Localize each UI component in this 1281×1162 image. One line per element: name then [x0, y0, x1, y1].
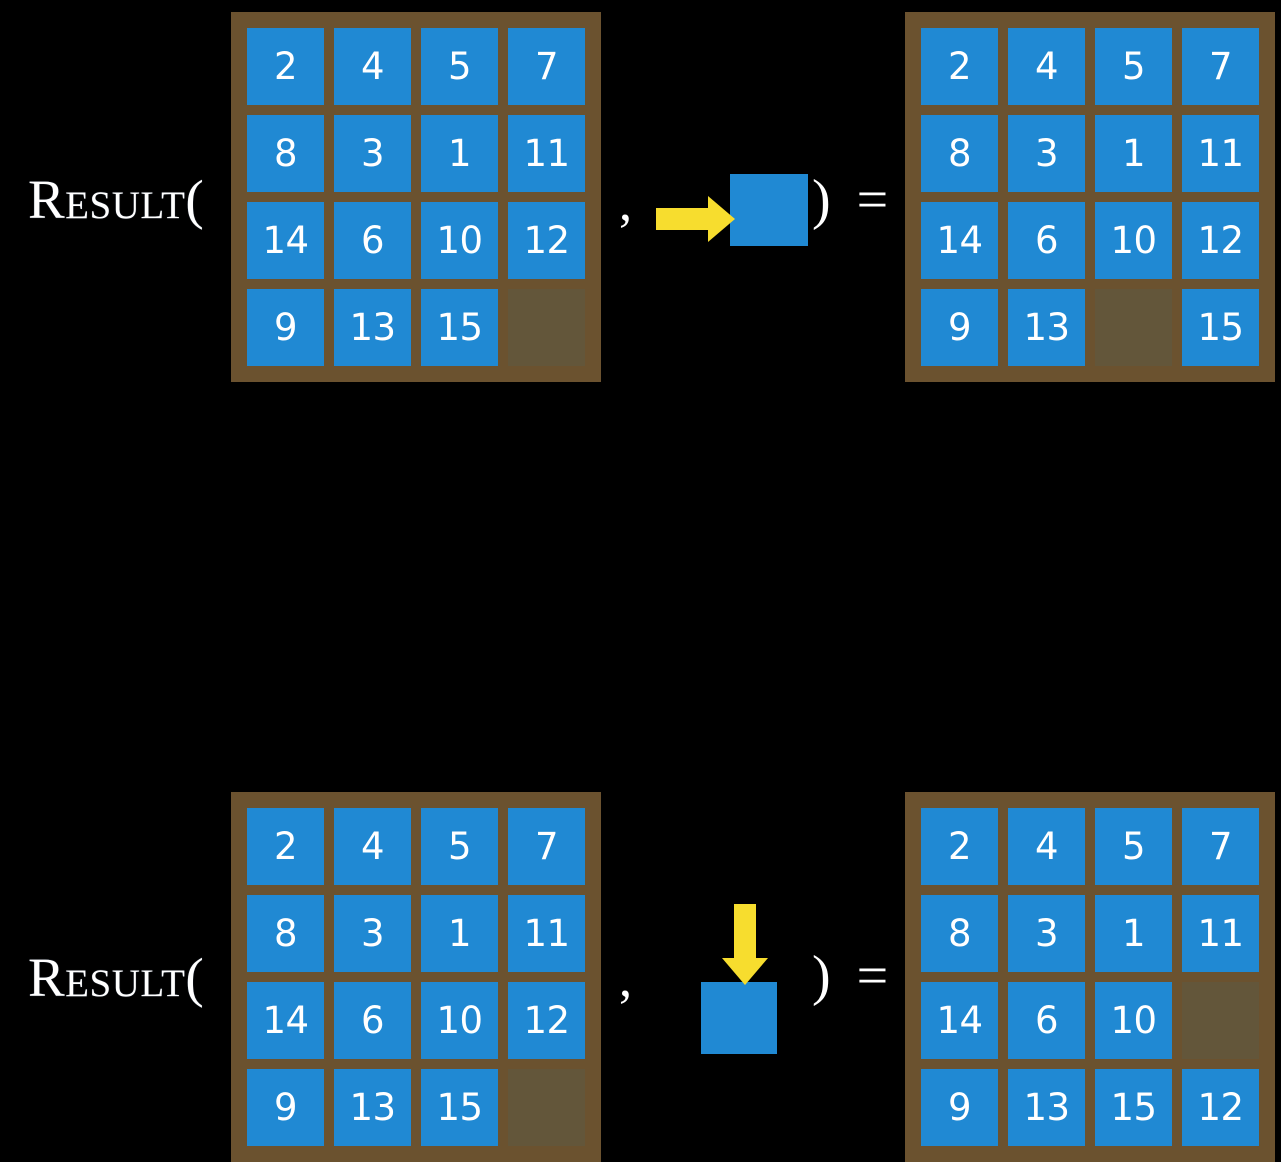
puzzle-tile[interactable]: 5: [1095, 808, 1172, 885]
puzzle-tile[interactable]: 10: [421, 982, 498, 1059]
blank-tile-icon: [730, 174, 808, 246]
puzzle-tile[interactable]: 12: [508, 982, 585, 1059]
puzzle-tile[interactable]: 12: [1182, 1069, 1259, 1146]
puzzle-tile[interactable]: 11: [508, 115, 585, 192]
puzzle-tile[interactable]: 13: [1008, 1069, 1085, 1146]
puzzle-tile[interactable]: 12: [1182, 202, 1259, 279]
slide-right-operator: [656, 172, 812, 248]
puzzle-tile[interactable]: 4: [1008, 28, 1085, 105]
puzzle-tile[interactable]: 3: [1008, 115, 1085, 192]
puzzle-tile[interactable]: 14: [247, 982, 324, 1059]
puzzle-tile[interactable]: 14: [921, 982, 998, 1059]
puzzle-tile[interactable]: 14: [921, 202, 998, 279]
puzzle-tile[interactable]: 2: [921, 28, 998, 105]
puzzle-tile[interactable]: 2: [921, 808, 998, 885]
puzzle-tile[interactable]: 15: [1095, 1069, 1172, 1146]
puzzle-tile[interactable]: 9: [921, 289, 998, 366]
arrow-right-icon: [656, 196, 736, 242]
puzzle-tile[interactable]: 2: [247, 28, 324, 105]
argument-separator-comma: ,: [619, 951, 632, 1008]
puzzle-tile[interactable]: 4: [334, 808, 411, 885]
blank-tile-icon: [701, 982, 777, 1054]
puzzle-tile[interactable]: 8: [247, 895, 324, 972]
result-function-label: Result(: [28, 947, 205, 1008]
puzzle-tile[interactable]: 6: [334, 202, 411, 279]
puzzle-tile[interactable]: 7: [1182, 808, 1259, 885]
puzzle-tile[interactable]: 7: [508, 808, 585, 885]
puzzle-tile[interactable]: 3: [334, 895, 411, 972]
puzzle-tile[interactable]: 13: [1008, 289, 1085, 366]
arrow-shaft: [734, 904, 756, 960]
puzzle-tile[interactable]: 6: [1008, 982, 1085, 1059]
puzzle-tile[interactable]: 9: [247, 289, 324, 366]
puzzle-tile[interactable]: 11: [1182, 895, 1259, 972]
puzzle-tile[interactable]: 1: [421, 115, 498, 192]
slide-down-operator: [698, 904, 808, 1064]
puzzle-blank-cell: [508, 289, 585, 366]
puzzle-tile[interactable]: 14: [247, 202, 324, 279]
puzzle-blank-cell: [1182, 982, 1259, 1059]
puzzle-tile[interactable]: 3: [334, 115, 411, 192]
arrow-head: [722, 958, 768, 985]
puzzle-tile[interactable]: 8: [247, 115, 324, 192]
puzzle-tile[interactable]: 1: [1095, 895, 1172, 972]
puzzle-tile[interactable]: 5: [421, 28, 498, 105]
puzzle-tile[interactable]: 15: [1182, 289, 1259, 366]
puzzle-tile[interactable]: 9: [921, 1069, 998, 1146]
puzzle-tile[interactable]: 5: [421, 808, 498, 885]
puzzle-tile[interactable]: 7: [508, 28, 585, 105]
puzzle-tile[interactable]: 2: [247, 808, 324, 885]
puzzle-tile[interactable]: 1: [421, 895, 498, 972]
argument-separator-comma: ,: [619, 175, 632, 232]
puzzle-tile[interactable]: 10: [421, 202, 498, 279]
puzzle-tile[interactable]: 10: [1095, 982, 1172, 1059]
puzzle-tile[interactable]: 4: [1008, 808, 1085, 885]
puzzle-tile[interactable]: 12: [508, 202, 585, 279]
puzzle-tile[interactable]: 8: [921, 895, 998, 972]
puzzle-tile[interactable]: 3: [1008, 895, 1085, 972]
puzzle-tile[interactable]: 5: [1095, 28, 1172, 105]
puzzle-tile[interactable]: 15: [421, 1069, 498, 1146]
puzzle-tile[interactable]: 6: [334, 982, 411, 1059]
puzzle-tile[interactable]: 8: [921, 115, 998, 192]
puzzle-tile[interactable]: 9: [247, 1069, 324, 1146]
puzzle-tile[interactable]: 1: [1095, 115, 1172, 192]
result-function-label: Result(: [28, 169, 205, 230]
puzzle-tile[interactable]: 10: [1095, 202, 1172, 279]
puzzle-tile[interactable]: 13: [334, 289, 411, 366]
close-paren-equals: ) =: [812, 945, 895, 1007]
close-paren-equals: ) =: [812, 169, 895, 231]
puzzle-tile[interactable]: 13: [334, 1069, 411, 1146]
arrow-down-icon: [722, 904, 768, 988]
puzzle-tile[interactable]: 15: [421, 289, 498, 366]
puzzle-blank-cell: [1095, 289, 1172, 366]
puzzle-tile[interactable]: 4: [334, 28, 411, 105]
puzzle-tile[interactable]: 7: [1182, 28, 1259, 105]
arrow-shaft: [656, 208, 710, 230]
puzzle-tile[interactable]: 6: [1008, 202, 1085, 279]
puzzle-tile[interactable]: 11: [1182, 115, 1259, 192]
arrow-head: [708, 196, 735, 242]
puzzle-blank-cell: [508, 1069, 585, 1146]
puzzle-tile[interactable]: 11: [508, 895, 585, 972]
